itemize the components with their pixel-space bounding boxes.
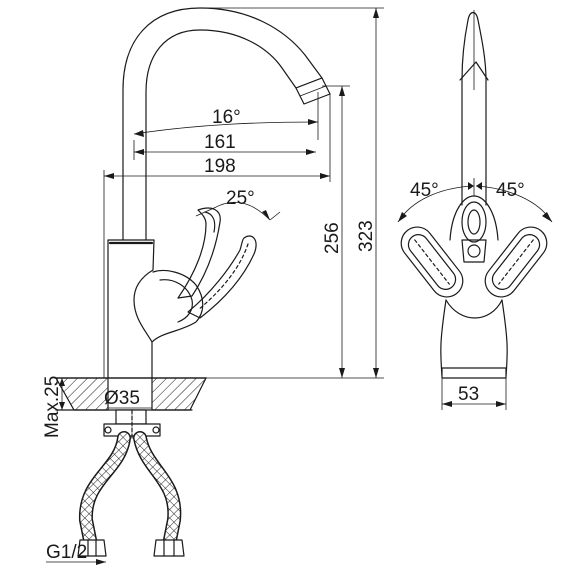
handle-angle-label: 25° <box>226 188 255 209</box>
lever-handle <box>177 207 221 299</box>
reach-inner-label: 161 <box>204 132 236 153</box>
reach-outer-label: 198 <box>204 156 236 177</box>
spout-angle-label: 16° <box>212 107 241 128</box>
front-cartridge <box>461 201 487 243</box>
max-thickness-label: Max.25 <box>42 376 63 438</box>
thread-label: G1/2 <box>46 542 87 563</box>
faucet-body <box>107 239 155 379</box>
hose-nut-right <box>153 539 185 557</box>
right-rotation-label: 45° <box>496 180 525 201</box>
front-lever-right <box>484 226 548 298</box>
mounting-shank <box>115 409 147 425</box>
hole-diameter-label: Ø35 <box>104 388 140 409</box>
counter-left <box>54 377 109 411</box>
base-width-label: 53 <box>458 384 479 405</box>
front-body <box>440 299 508 377</box>
front-spout <box>461 11 487 206</box>
counter-right <box>151 377 207 411</box>
front-view <box>400 10 548 379</box>
front-base <box>441 367 507 379</box>
side-view <box>54 7 331 557</box>
lever-rotated-position <box>187 235 257 319</box>
spout <box>122 7 323 241</box>
cartridge-housing <box>151 269 204 343</box>
front-lever-left <box>400 226 464 298</box>
side-view-dimensions: 16° 161 198 25° 256 323 <box>42 7 384 565</box>
spout-height-label: 256 <box>322 222 343 254</box>
front-view-dimensions: 45° 45° 53 <box>397 178 553 410</box>
left-rotation-label: 45° <box>410 180 439 201</box>
total-height-label: 323 <box>356 220 377 252</box>
